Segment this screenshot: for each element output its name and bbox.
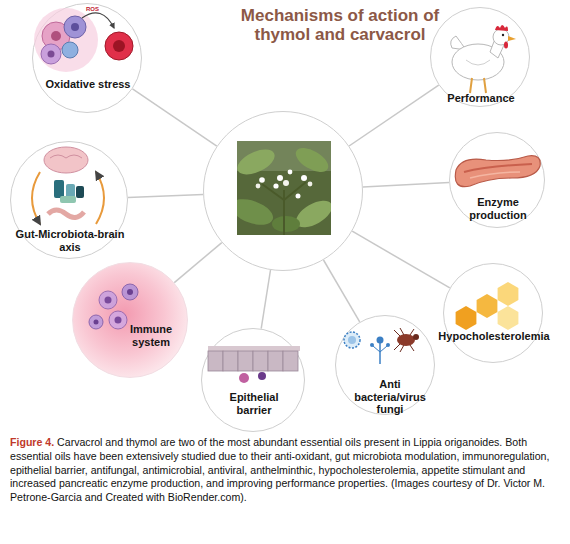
circle-label: Oxidative stress — [38, 78, 138, 91]
circle-label: Anti bacteria/virus fungi — [345, 378, 435, 416]
figure-title: Mechanisms of action of thymol and carva… — [222, 6, 458, 44]
connector-line — [352, 231, 450, 288]
mechanism-circle: Oxidative stress — [32, 3, 142, 113]
connector-line — [133, 89, 217, 146]
circle-label: Gut-Microbiota-brain axis — [7, 228, 133, 253]
connector-line — [261, 270, 270, 329]
label-group: Gut-Microbiota-brain axis — [7, 228, 133, 253]
figure-number: Figure 4. — [10, 436, 54, 448]
mechanism-circle: Epithelial barrier — [201, 328, 305, 432]
circle-label: Performance — [431, 92, 531, 105]
mechanism-circle: Anti bacteria/virus fungi — [335, 315, 435, 415]
connector-line — [174, 243, 222, 283]
mechanism-circle: Enzyme production — [449, 132, 545, 228]
label-group: Performance — [431, 92, 531, 105]
label-group: Anti bacteria/virus fungi — [345, 378, 435, 416]
connector-line — [324, 260, 360, 322]
figure-caption: Figure 4. Carvacrol and thymol are two o… — [10, 436, 562, 505]
label-group: Epithelial barrier — [214, 391, 294, 416]
image-hub-circle — [203, 111, 363, 271]
circle-label: Immune system — [116, 323, 186, 348]
connector-line — [349, 85, 439, 146]
mechanism-circle: Gut-Microbiota-brain axis — [10, 141, 128, 259]
label-group: Hypocholesterolemia — [429, 330, 559, 343]
mechanism-circle: Performance — [430, 7, 530, 107]
label-group: Oxidative stress — [38, 78, 138, 91]
connector-line — [128, 194, 203, 197]
circle-label: Enzyme production — [463, 196, 533, 221]
connector-line — [363, 183, 449, 187]
label-group: Enzyme production — [463, 196, 533, 221]
illustration-label: ROS — [86, 6, 99, 12]
mechanism-circle: Immune system — [72, 262, 188, 378]
mechanism-circle: Hypocholesterolemia — [443, 263, 543, 363]
label-group: Immune system — [116, 323, 186, 348]
circle-label: Epithelial barrier — [214, 391, 294, 416]
circle-label: Hypocholesterolemia — [429, 330, 559, 343]
